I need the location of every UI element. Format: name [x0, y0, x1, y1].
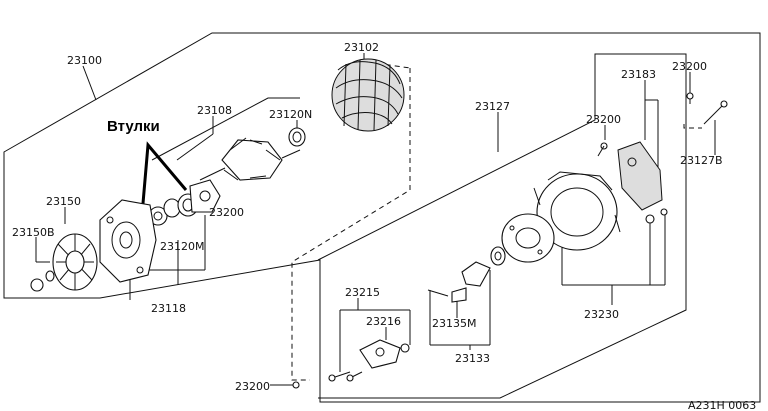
- front-housing-23118: [99, 199, 157, 283]
- rotor-group-outline: [151, 97, 300, 161]
- bushing-pointer-lines: [140, 141, 188, 216]
- label-23216: 23216: [366, 315, 401, 328]
- outer-assembly-outline: [3, 32, 761, 403]
- screw-23200-mid: [597, 142, 608, 157]
- bolt-23127B: [703, 100, 728, 125]
- label-23230: 23230: [584, 308, 619, 321]
- label-23150: 23150: [46, 195, 81, 208]
- bolt-pair: [645, 208, 668, 224]
- label-23120M: 23120M: [160, 240, 204, 253]
- stator-dashed-guide: [291, 68, 411, 381]
- label-23135M: 23135M: [432, 317, 476, 330]
- rear-cover-23127: [533, 171, 621, 251]
- figure-code: A231H 0063: [688, 399, 756, 411]
- label-23150B: 23150B: [12, 226, 55, 239]
- label-23200-left: 23200: [209, 206, 244, 219]
- screw-23200-bottom: [286, 381, 300, 389]
- stator-23102: [331, 58, 405, 132]
- brush-cover-23183: [617, 141, 663, 211]
- label-23100: 23100: [67, 54, 102, 67]
- leader-23100: [82, 65, 97, 101]
- rotor-23108: [199, 137, 301, 181]
- bolts-23215: [328, 371, 363, 382]
- label-23118: 23118: [151, 302, 186, 315]
- retainer-plate: [189, 179, 221, 213]
- rectifier-plate: [501, 213, 555, 263]
- label-23120N: 23120N: [269, 108, 312, 121]
- label-23215: 23215: [345, 286, 380, 299]
- leader-23108b: [176, 133, 214, 161]
- rear-cover-group-outline: [317, 53, 687, 399]
- label-23102: 23102: [344, 41, 379, 54]
- washer-ring: [490, 246, 506, 266]
- label-23127: 23127: [475, 100, 510, 113]
- bushings-annotation: Втулки: [107, 118, 160, 135]
- fan-pulley-23150: [52, 233, 98, 291]
- label-23183: 23183: [621, 68, 656, 81]
- label-23200-bottom: 23200: [235, 380, 270, 393]
- label-23133: 23133: [455, 352, 490, 365]
- bracket-23216: [359, 339, 410, 369]
- top-dashed-guide: [367, 61, 411, 69]
- nut-23150B: [30, 270, 55, 292]
- label-23108: 23108: [197, 104, 232, 117]
- brush-holder-23135M: [427, 261, 491, 303]
- screw-23200-top: [686, 92, 694, 104]
- label-23127B: 23127B: [680, 154, 723, 167]
- brush-dashed-guide: [683, 124, 702, 129]
- label-23200-mid: 23200: [586, 113, 621, 126]
- label-23200-top: 23200: [672, 60, 707, 73]
- bearing-23120N: [288, 127, 306, 147]
